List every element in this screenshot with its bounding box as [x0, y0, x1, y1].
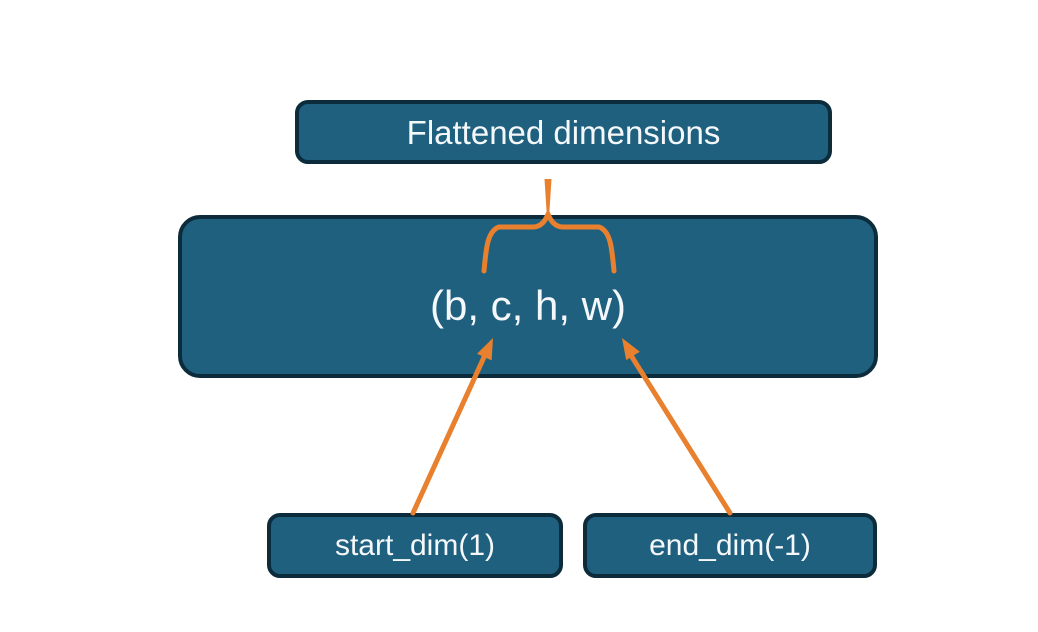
node-end-dim-label: end_dim(-1) [649, 528, 811, 562]
node-flattened-dimensions-label: Flattened dimensions [406, 113, 721, 151]
node-start-dim: start_dim(1) [267, 513, 563, 578]
start-dim-arrow-shaft [410, 352, 488, 516]
brace-stem-connector [544, 179, 552, 215]
node-end-dim: end_dim(-1) [583, 513, 877, 578]
node-tensor-shape: (b, c, h, w) [178, 215, 878, 378]
end-dim-arrow-shaft [629, 354, 733, 516]
node-start-dim-label: start_dim(1) [334, 528, 496, 562]
node-flattened-dimensions: Flattened dimensions [295, 100, 832, 164]
node-tensor-shape-label: (b, c, h, w) [429, 281, 627, 329]
